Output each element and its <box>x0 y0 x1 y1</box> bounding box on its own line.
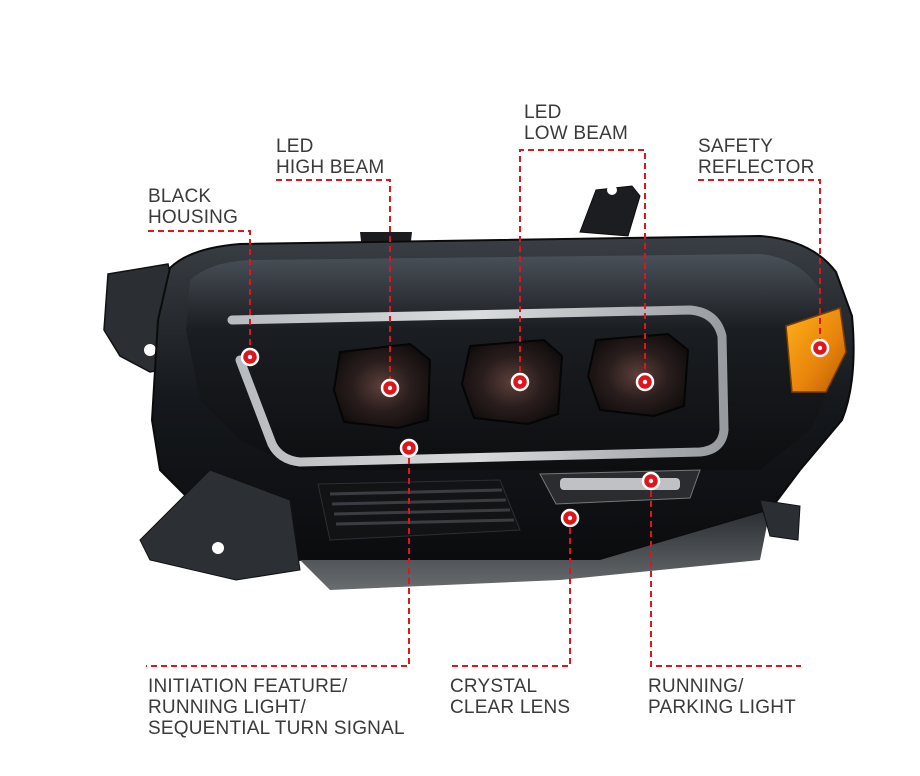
label-line: CLEAR LENS <box>450 697 571 718</box>
label-line: LED <box>524 102 562 123</box>
label-safety-reflector: SAFETY REFLECTOR <box>698 136 815 178</box>
callout-markers <box>240 338 830 528</box>
label-line: LED <box>276 136 314 157</box>
leader-low-beam <box>519 149 646 382</box>
marker-low-beam-1 <box>510 372 530 392</box>
label-line: HIGH BEAM <box>276 157 385 178</box>
marker-parking-light <box>641 471 661 491</box>
label-line: CRYSTAL <box>450 676 538 697</box>
lower-left-bracket <box>139 469 301 581</box>
leader-black-housing <box>148 230 251 357</box>
marker-high-beam <box>380 378 400 398</box>
grille-frame <box>317 479 521 541</box>
top-bracket-hole <box>607 185 617 195</box>
label-led-low-beam: LED LOW BEAM <box>524 102 628 144</box>
leader-high-beam <box>276 179 391 388</box>
label-line: BLACK <box>148 186 212 207</box>
marker-initiation <box>399 438 419 458</box>
lower-bracket-hole <box>212 542 224 554</box>
label-black-housing: BLACK HOUSING <box>148 186 238 228</box>
headlight-image <box>103 185 855 590</box>
label-line: SEQUENTIAL TURN SIGNAL <box>148 718 405 739</box>
label-line: INITIATION FEATURE/ <box>148 676 348 697</box>
label-line: LOW BEAM <box>524 123 629 144</box>
leader-safety-reflector <box>698 179 821 348</box>
label-running-parking-light: RUNNING/ PARKING LIGHT <box>648 676 796 718</box>
leader-parking-light <box>650 481 801 667</box>
marker-black-housing <box>240 347 260 367</box>
leader-initiation <box>146 448 410 667</box>
label-line: RUNNING/ <box>648 676 744 697</box>
projector-3 <box>586 332 690 418</box>
left-mount-hole <box>144 344 156 356</box>
lower-grille <box>317 479 521 541</box>
marker-low-beam-2 <box>635 372 655 392</box>
label-line: REFLECTOR <box>698 157 815 178</box>
marker-safety-reflector <box>810 338 830 358</box>
label-line: RUNNING LIGHT/ <box>148 697 306 718</box>
label-crystal-clear-lens: CRYSTAL CLEAR LENS <box>450 676 570 718</box>
label-led-high-beam: LED HIGH BEAM <box>276 136 384 178</box>
top-bracket-right <box>579 185 641 237</box>
callout-lines <box>146 149 821 667</box>
label-line: SAFETY <box>698 136 774 157</box>
bottom-trim <box>300 510 770 590</box>
parking-led-row <box>560 478 680 490</box>
light-guide-bar <box>227 305 729 467</box>
marker-crystal-lens <box>560 508 580 528</box>
right-lower-tab <box>759 499 801 541</box>
label-line: HOUSING <box>148 207 239 228</box>
label-initiation-feature: INITIATION FEATURE/ RUNNING LIGHT/ SEQUE… <box>148 676 405 739</box>
label-line: PARKING LIGHT <box>648 697 796 718</box>
